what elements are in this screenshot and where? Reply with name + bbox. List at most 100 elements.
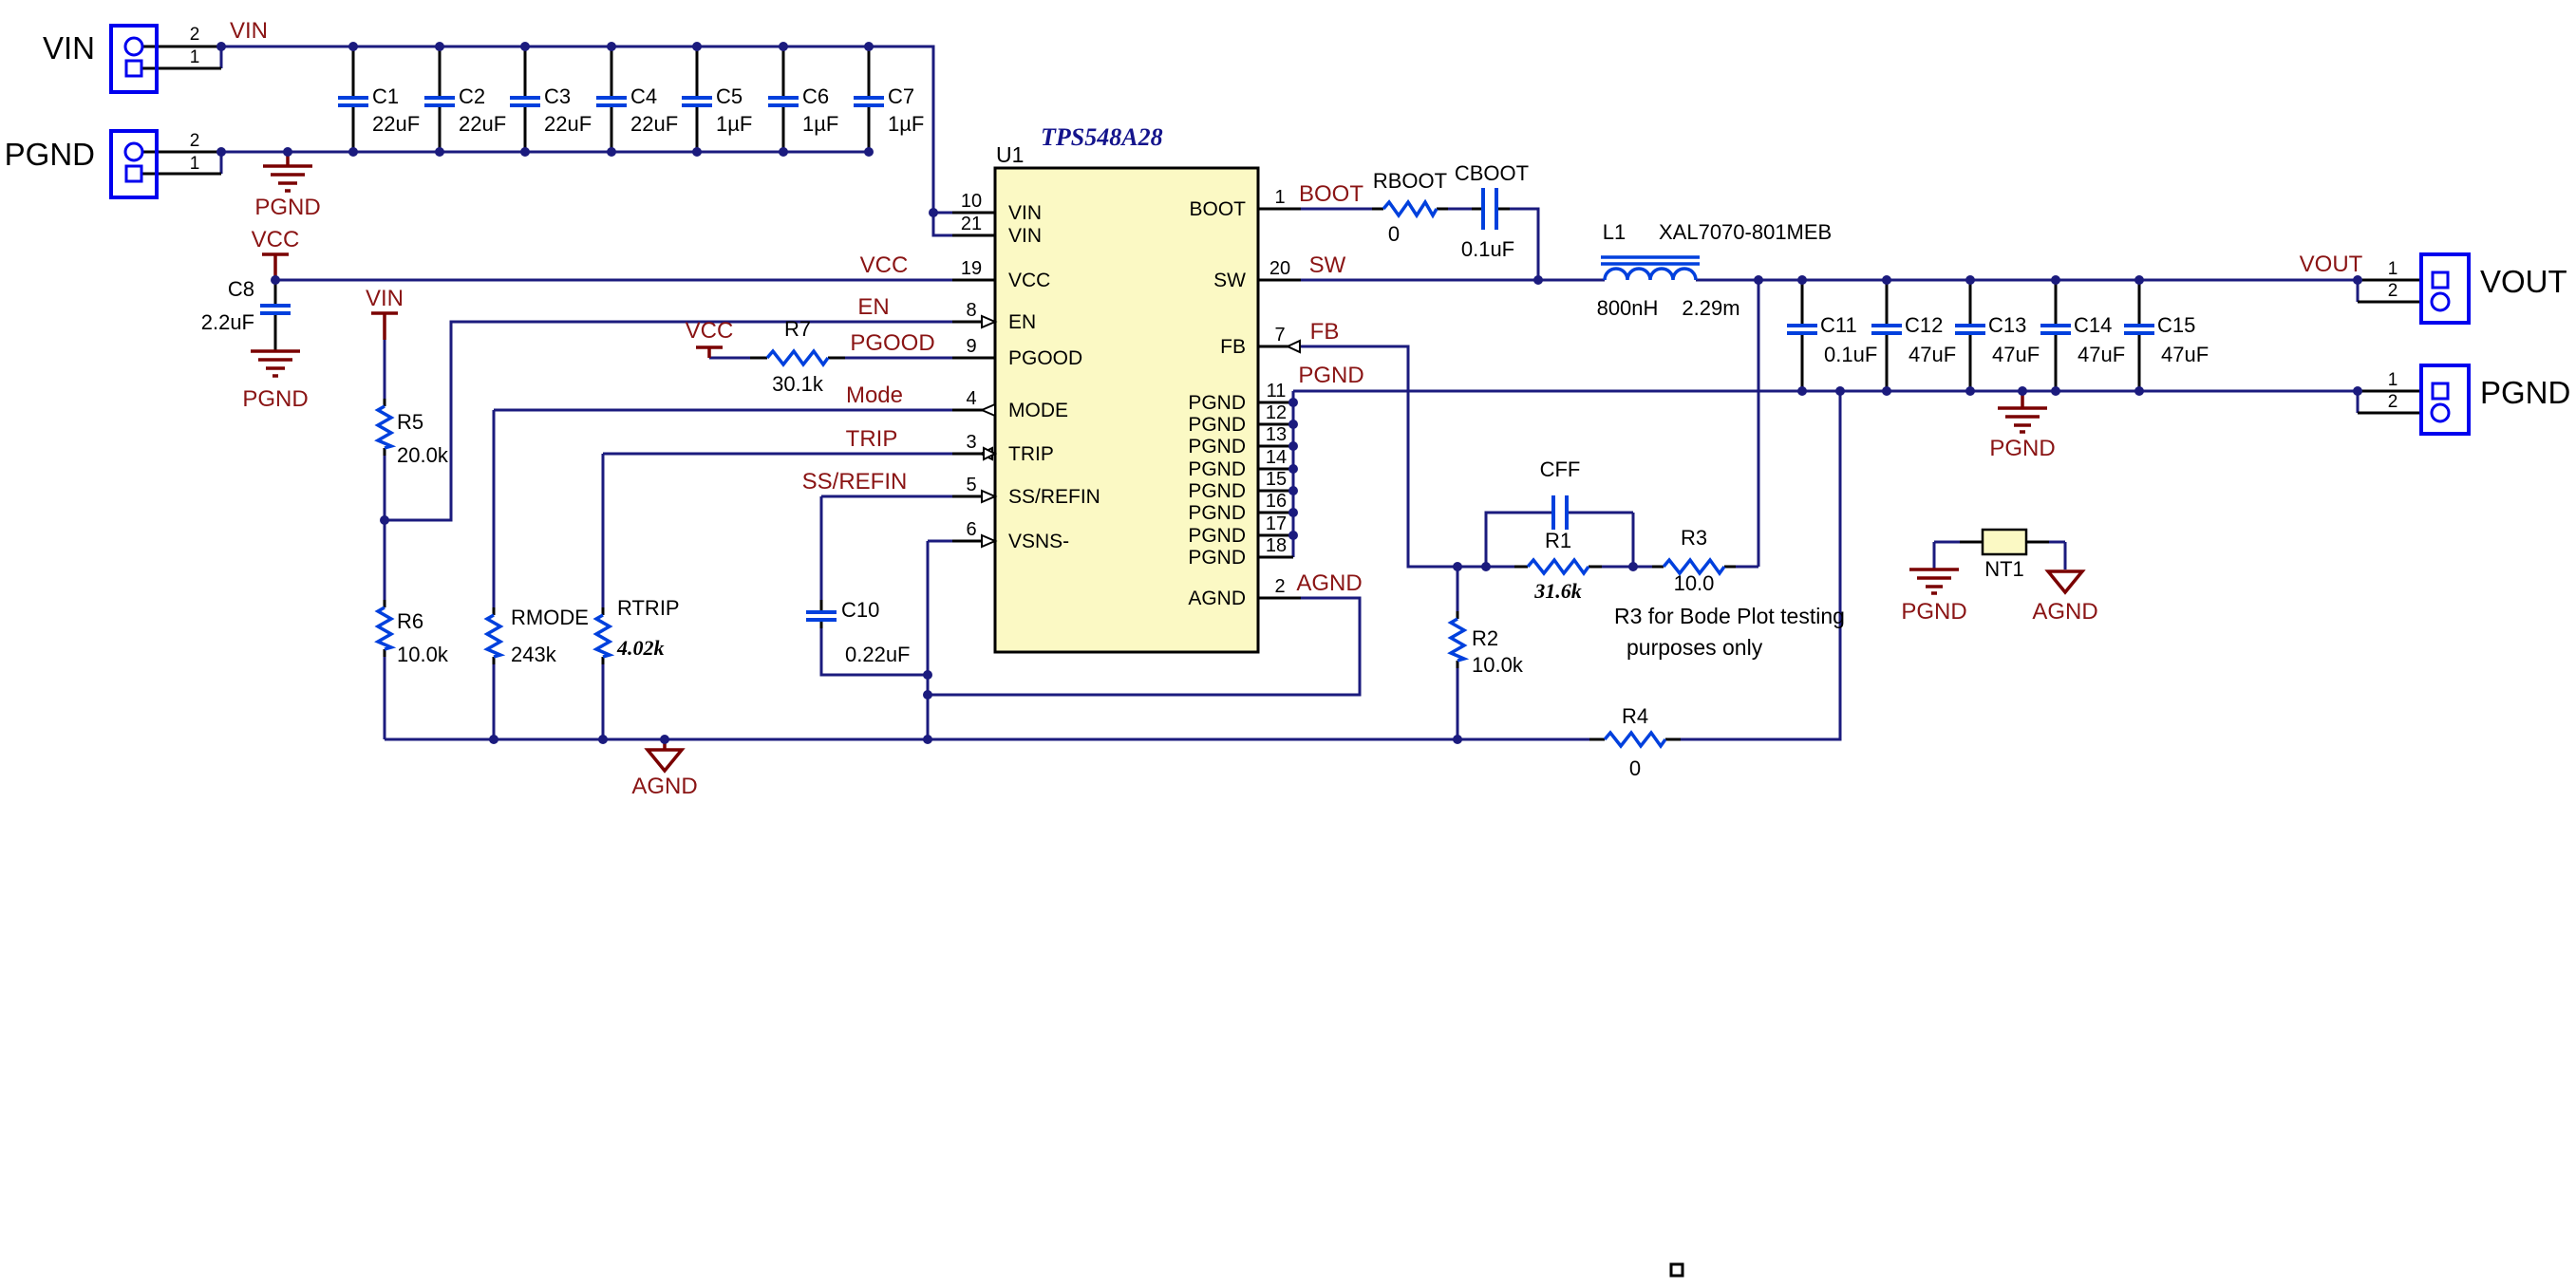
nt1-ref: NT1 <box>1984 557 2024 581</box>
pin-number: 15 <box>1266 469 1287 490</box>
pin-name: FB <box>1220 336 1246 358</box>
net-boot: BOOT <box>1299 181 1363 207</box>
c13-ref: C13 <box>1988 313 2026 337</box>
net-vcc: VCC <box>686 318 734 344</box>
c3-ref: C3 <box>544 84 571 108</box>
c15-value: 47uF <box>2161 343 2209 366</box>
c6-ref: C6 <box>802 84 829 108</box>
pin-name: TRIP <box>1008 443 1054 465</box>
gnd-label-agnd: AGND <box>2032 599 2097 625</box>
c4-ref: C4 <box>630 84 657 108</box>
c11-value: 0.1uF <box>1824 343 1877 366</box>
pin-number: 21 <box>961 214 982 234</box>
gnd-out-connector-label: PGND <box>2480 375 2570 410</box>
c8-ref: C8 <box>228 277 254 301</box>
pin-number: 7 <box>1274 325 1285 345</box>
net-pgood: PGOOD <box>850 330 934 356</box>
net-vout: VOUT <box>2300 252 2363 277</box>
c1-value: 22uF <box>372 112 420 136</box>
c6-value: 1µF <box>802 112 838 136</box>
gnd-label-pgnd: PGND <box>1901 599 1966 625</box>
pin-name: VIN <box>1008 202 1042 224</box>
ic-refdes: U1 <box>996 142 1024 167</box>
pin-name: PGND <box>1188 392 1246 414</box>
rtrip-value: 4.02k <box>616 636 665 660</box>
c2-value: 22uF <box>459 112 506 136</box>
pin-number: 19 <box>961 258 982 279</box>
l1-inductance: 800nH <box>1597 296 1659 320</box>
net-ssrefin: SS/REFIN <box>802 469 908 495</box>
conn-pin: 2 <box>190 131 200 151</box>
gnd-label-pgnd: PGND <box>242 386 308 412</box>
c14-value: 47uF <box>2078 343 2125 366</box>
gnd-label-pgnd: PGND <box>1989 436 2055 461</box>
pin-name: SW <box>1213 270 1246 291</box>
pin-number: 1 <box>1274 187 1285 208</box>
pin-name: EN <box>1008 311 1036 333</box>
pin-name: VSNS- <box>1008 531 1069 552</box>
r4-ref: R4 <box>1622 704 1648 728</box>
pin-number: 12 <box>1266 402 1287 423</box>
pin-name: VIN <box>1008 225 1042 247</box>
note-line2: purposes only <box>1626 635 1763 660</box>
pin-number: 6 <box>966 519 976 540</box>
r5-ref: R5 <box>397 410 423 434</box>
r3-value: 10.0 <box>1674 571 1715 595</box>
r3-ref: R3 <box>1681 526 1707 550</box>
labels: VIN PGND VOUT PGND 2 1 2 1 1 2 1 2 VIN V… <box>5 18 2571 799</box>
net-en: EN <box>857 294 889 320</box>
note-line1: R3 for Bode Plot testing <box>1614 604 1845 628</box>
net-agnd: AGND <box>1296 570 1362 596</box>
r2-value: 10.0k <box>1472 653 1524 677</box>
c10-value: 0.22uF <box>845 643 911 666</box>
l1-dcr: 2.29m <box>1682 296 1739 320</box>
c11-ref: C11 <box>1820 313 1857 337</box>
c5-ref: C5 <box>716 84 743 108</box>
pin-number: 2 <box>1274 576 1285 597</box>
cboot-ref: CBOOT <box>1455 161 1529 185</box>
r1-value: 31.6k <box>1533 579 1582 603</box>
pin-number: 5 <box>966 475 976 495</box>
c3-value: 22uF <box>544 112 592 136</box>
r1-ref: R1 <box>1545 529 1571 552</box>
pin-name: PGND <box>1188 502 1246 524</box>
conn-pin: 2 <box>2388 392 2398 412</box>
component-symbols <box>260 96 2154 750</box>
vout-connector-label: VOUT <box>2480 264 2567 299</box>
r7-ref: R7 <box>784 317 811 341</box>
c8-value: 2.2uF <box>201 310 254 334</box>
c7-ref: C7 <box>888 84 914 108</box>
c7-value: 1µF <box>888 112 924 136</box>
gnd-in-connector-label: PGND <box>5 137 95 172</box>
gnd-label-agnd: AGND <box>631 774 697 799</box>
pin-arrows <box>978 314 1301 549</box>
ic-part-number: TPS548A28 <box>1041 123 1163 151</box>
pin-name: PGND <box>1188 547 1246 569</box>
wires-leads <box>141 45 2421 741</box>
c2-ref: C2 <box>459 84 485 108</box>
junction-dots <box>216 42 2362 744</box>
pin-number: 3 <box>966 432 976 453</box>
net-vin: VIN <box>366 286 404 311</box>
pin-number: 4 <box>966 388 976 409</box>
conn-pin: 1 <box>190 47 200 67</box>
c12-value: 47uF <box>1908 343 1956 366</box>
cboot-value: 0.1uF <box>1461 237 1514 261</box>
c13-value: 47uF <box>1992 343 2040 366</box>
r5-value: 20.0k <box>397 443 449 467</box>
net-trip: TRIP <box>846 426 898 452</box>
c10-ref: C10 <box>841 598 879 622</box>
pin-name: AGND <box>1188 588 1246 609</box>
pin-name: BOOT <box>1189 198 1246 220</box>
conn-pin: 2 <box>2388 281 2398 301</box>
c14-ref: C14 <box>2074 313 2112 337</box>
c15-ref: C15 <box>2157 313 2195 337</box>
r7-value: 30.1k <box>772 372 824 396</box>
pin-number: 20 <box>1269 258 1290 279</box>
c4-value: 22uF <box>630 112 678 136</box>
connector-symbols <box>109 24 2471 436</box>
rmode-value: 243k <box>511 643 557 666</box>
pin-number: 16 <box>1266 491 1287 512</box>
conn-pin: 1 <box>2388 370 2398 390</box>
